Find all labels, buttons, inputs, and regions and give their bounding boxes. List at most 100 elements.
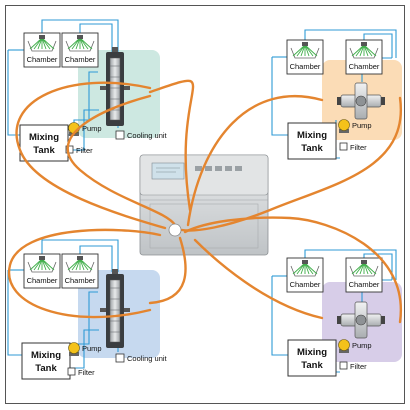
pump: Pump <box>68 342 102 356</box>
machine-button <box>225 166 232 171</box>
cooling-unit-label: Cooling unit <box>127 131 168 140</box>
spray-icon <box>359 262 365 275</box>
filter-icon <box>339 142 348 151</box>
chamber: Chamber <box>23 253 61 289</box>
orange-hose <box>148 79 195 212</box>
spray-icon <box>363 262 373 275</box>
chamber: Chamber <box>286 39 324 75</box>
chamber: Chamber <box>286 257 324 293</box>
water-pipe <box>304 29 397 58</box>
filter: Filter <box>339 142 367 152</box>
mixing-tank-label-line1: Mixing <box>297 130 327 141</box>
water-pipe <box>363 33 393 58</box>
spray-icon <box>75 37 81 50</box>
filter-label: Filter <box>350 143 367 152</box>
spray-icon <box>37 258 43 271</box>
heat-exchanger <box>100 47 130 126</box>
spray-icon <box>29 37 43 50</box>
spray-icon <box>359 44 365 57</box>
orange-hose <box>186 94 324 227</box>
chamber: Chamber <box>345 257 383 293</box>
spray-icon <box>363 262 369 275</box>
spray-icon <box>79 258 89 271</box>
spray-icon <box>300 262 306 275</box>
mixing-tank-label-line1: Mixing <box>29 132 59 143</box>
spray-icon <box>351 44 365 57</box>
mixing-tank-label-line2: Tank <box>301 360 323 371</box>
mixing-tank-label-line2: Tank <box>35 363 57 374</box>
water-pipe <box>7 270 22 356</box>
spray-icon <box>304 262 310 275</box>
filter: Filter <box>65 145 93 155</box>
spray-icon <box>41 258 47 271</box>
distribution-manifold <box>337 301 385 339</box>
filter-label: Filter <box>350 362 367 371</box>
chamber-label: Chamber <box>65 276 96 285</box>
pump: Pump <box>338 339 372 353</box>
spray-icon <box>75 258 81 271</box>
filter-label: Filter <box>76 146 93 155</box>
orange-hose <box>180 96 403 232</box>
filter-label: Filter <box>78 368 95 377</box>
spray-icon <box>41 258 51 271</box>
pump-label: Pump <box>352 121 372 130</box>
spray-icon <box>355 44 365 57</box>
spray-icon <box>300 44 306 57</box>
spray-icon <box>351 262 365 275</box>
spray-icon <box>41 37 55 50</box>
spray-icon <box>79 37 85 50</box>
spray-icon <box>304 44 310 57</box>
cooling-unit-icon <box>115 130 125 140</box>
chamber-label: Chamber <box>290 62 321 71</box>
machine-button <box>195 166 202 171</box>
water-pipe <box>271 276 288 356</box>
outer-frame <box>5 5 405 404</box>
spray-icon <box>292 262 306 275</box>
chamber-label: Chamber <box>349 62 380 71</box>
water-pipe <box>79 245 113 272</box>
chamber: Chamber <box>23 32 61 68</box>
spray-icon <box>363 262 377 275</box>
spray-icon <box>296 44 306 57</box>
spray-icon <box>67 258 81 271</box>
spray-icon <box>67 37 81 50</box>
spray-icon <box>296 262 306 275</box>
distribution-manifold <box>337 82 385 120</box>
mixing-tank-box <box>287 339 337 377</box>
spray-icon <box>37 37 43 50</box>
filter: Filter <box>67 367 95 377</box>
machine-button <box>205 166 212 171</box>
water-pipe <box>304 249 397 280</box>
spray-icon <box>355 262 365 275</box>
spray-icon <box>79 258 85 271</box>
orange-hose <box>15 81 167 230</box>
orange-hose <box>183 216 403 324</box>
spray-icon <box>292 44 306 57</box>
chamber-label: Chamber <box>27 276 58 285</box>
machine-button <box>235 166 242 171</box>
chamber-label: Chamber <box>349 280 380 289</box>
orange-hose <box>7 228 162 319</box>
filter-icon <box>65 145 74 154</box>
mixing-tank-box <box>19 124 69 162</box>
machine-display <box>151 162 185 180</box>
mixing-tank-box <box>21 342 71 380</box>
spray-icon <box>71 258 81 271</box>
spray-icon <box>363 44 377 57</box>
mixing-tank-label-line1: Mixing <box>31 350 61 361</box>
water-pipe <box>41 239 119 272</box>
spray-icon <box>41 258 55 271</box>
spray-icon <box>304 44 314 57</box>
hose-connector-icon <box>168 223 182 237</box>
pump-label: Pump <box>352 341 372 350</box>
cooling-unit-icon <box>115 353 125 363</box>
pump-icon <box>68 342 80 354</box>
chamber: Chamber <box>61 253 99 289</box>
chamber: Chamber <box>345 39 383 75</box>
spray-icon <box>29 258 43 271</box>
